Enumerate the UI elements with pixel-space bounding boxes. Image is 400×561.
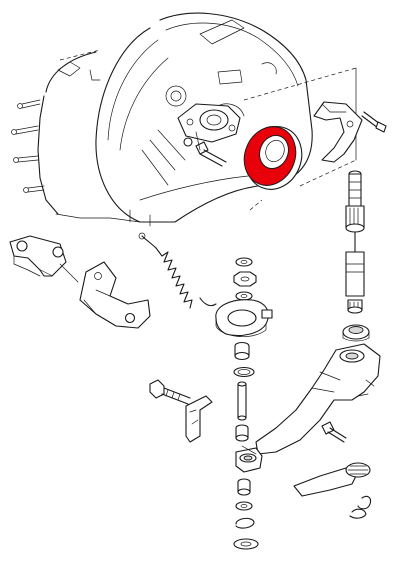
bushing [234,341,250,361]
o-ring [233,366,255,378]
washer [235,291,253,301]
hex-nut [233,271,257,287]
guide-sleeve-bolt [183,137,227,167]
circlip [349,495,372,519]
return-spring [138,232,217,309]
bushing [235,424,249,442]
washer [233,538,259,550]
stud [11,125,39,135]
release-bearing-clip [215,299,273,337]
axis-line [243,67,357,211]
splined-shaft [345,170,365,314]
support-bracket [79,261,151,329]
bushing [237,478,251,496]
lever-clamp [293,462,371,497]
shift-fork [313,101,363,163]
radial-shaft-seal [243,126,303,190]
leader-line [59,131,257,455]
pivot-pin [237,381,247,421]
fork-bolt [361,111,387,133]
guide-sleeve [177,103,241,143]
bracket-left [9,235,67,277]
hex-bolt [149,379,191,405]
stud [17,99,41,109]
washer [235,501,253,511]
circlip [235,517,255,529]
lever-end [235,447,263,473]
stud [13,155,39,163]
housing-flange-studs [11,49,141,223]
washer [235,257,253,267]
lever-bolt [321,421,347,443]
needle-bearing [342,324,370,342]
bell-housing [95,12,313,227]
lock-plate [185,395,213,443]
release-lever [255,343,381,455]
stud [23,185,45,193]
